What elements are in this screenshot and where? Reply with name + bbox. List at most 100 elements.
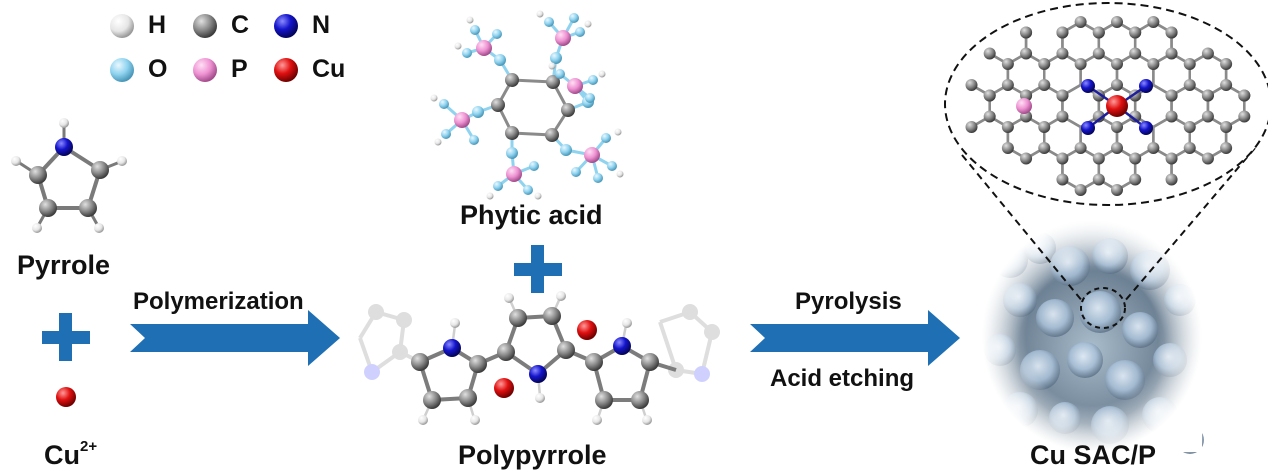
carbon-atom	[1020, 26, 1033, 39]
cu-single-atom-site-model	[944, 2, 1268, 206]
carbon-atom	[1092, 173, 1105, 186]
pyrrole-molecule-icon	[11, 118, 127, 233]
carbon-atom	[983, 47, 996, 60]
polymerization-arrow-icon	[130, 310, 340, 366]
legend-label-p: P	[231, 55, 248, 83]
carbon-atom	[1074, 58, 1087, 70]
carbon-atom	[1183, 121, 1196, 133]
carbon-atom	[1074, 16, 1087, 28]
phytic-acid-label: Phytic acid	[460, 200, 603, 230]
carbon-atom	[1129, 173, 1142, 186]
carbon-atom	[1165, 173, 1178, 186]
carbon-atom	[1147, 142, 1160, 154]
carbon-atom	[1111, 121, 1123, 133]
carbon-atom	[1220, 79, 1233, 91]
copper-ion-icon	[56, 387, 76, 407]
carbon-atom	[1183, 79, 1196, 91]
legend-label-c: C	[231, 11, 250, 39]
zoom-guide-line	[961, 154, 1084, 303]
carbon-atom	[1001, 58, 1014, 70]
carbon-atom	[1111, 79, 1123, 91]
carbon-atom	[1220, 58, 1233, 70]
carbon-atom	[1165, 26, 1178, 39]
acid-etching-label: Acid etching	[770, 365, 915, 392]
pyrrole-label: Pyrrole	[17, 250, 111, 280]
carbon-atom	[1201, 47, 1214, 60]
carbon-atom	[1038, 58, 1051, 70]
carbon-atom	[983, 110, 996, 123]
carbon-atom	[1092, 152, 1105, 165]
legend-label-h: H	[148, 11, 167, 39]
carbon-atom	[1092, 110, 1105, 123]
plus-icon	[42, 313, 90, 361]
carbon-atom	[1001, 121, 1014, 133]
carbon-atom	[1129, 152, 1142, 165]
cu-ion-label: Cu2+	[44, 438, 98, 470]
carbon-atom	[1074, 184, 1087, 196]
phosphorus-swatch-icon	[193, 58, 217, 82]
nitrogen-swatch-icon	[274, 14, 298, 38]
polypyrrole-label: Polypyrrole	[458, 440, 607, 470]
sem-micrograph-image	[982, 220, 1204, 454]
carbon-atom	[1092, 26, 1105, 39]
oxygen-swatch-icon	[110, 58, 134, 82]
pyrolysis-arrow-icon	[750, 310, 960, 366]
carbon-swatch-icon	[193, 14, 217, 38]
carbon-atom	[1201, 152, 1214, 165]
carbon-atom	[1074, 142, 1087, 154]
carbon-atom	[1001, 79, 1014, 91]
zoom-region-marker	[1080, 287, 1126, 329]
carbon-atom	[1129, 26, 1142, 39]
carbon-atom	[1183, 58, 1196, 70]
carbon-atom	[1111, 16, 1123, 28]
carbon-atom	[1038, 121, 1051, 133]
carbon-atom	[1056, 26, 1069, 39]
carbon-atom	[1111, 184, 1123, 196]
carbon-atom	[1111, 142, 1123, 154]
carbon-atom	[1092, 47, 1105, 60]
atom-legend	[110, 14, 298, 82]
copper-ion-icon	[577, 320, 597, 340]
pyrolysis-label: Pyrolysis	[795, 288, 902, 315]
carbon-atom	[1147, 58, 1160, 70]
carbon-atom	[1020, 152, 1033, 165]
carbon-atom	[1056, 47, 1069, 60]
carbon-atom	[1165, 47, 1178, 60]
carbon-atom	[1147, 16, 1160, 28]
carbon-atom	[1038, 79, 1051, 91]
carbon-atom	[1220, 142, 1233, 154]
polymerization-label: Polymerization	[133, 288, 304, 315]
legend-label-cu: Cu	[312, 55, 346, 83]
carbon-atom	[1183, 142, 1196, 154]
copper-ion-icon	[494, 378, 514, 398]
carbon-atom	[1020, 47, 1033, 60]
carbon-atom	[1165, 152, 1178, 165]
zoom-guide-line	[1123, 147, 1256, 303]
carbon-atom	[1165, 110, 1178, 123]
carbon-atom	[1129, 47, 1142, 60]
legend-label-o: O	[148, 55, 168, 83]
carbon-atom	[1201, 110, 1214, 123]
legend-label-n: N	[312, 11, 331, 39]
carbon-atom	[1129, 110, 1142, 123]
hydrogen-swatch-icon	[110, 14, 134, 38]
carbon-atom	[1238, 110, 1251, 123]
carbon-atom	[983, 89, 996, 102]
phytic-acid-molecule-icon	[430, 10, 624, 200]
carbon-atom	[1165, 89, 1178, 102]
carbon-atom	[1056, 89, 1069, 102]
carbon-atom	[1201, 89, 1214, 102]
carbon-atom	[1056, 152, 1069, 165]
carbon-atom	[1056, 173, 1069, 186]
carbon-atom	[1238, 89, 1251, 102]
product-label: Cu SAC/P	[1030, 440, 1157, 470]
polypyrrole-chain-icon	[358, 291, 720, 425]
carbon-atom	[1111, 58, 1123, 70]
copper-swatch-icon	[274, 58, 298, 82]
plus-icon	[514, 245, 562, 293]
carbon-atom	[1220, 121, 1233, 133]
carbon-atom	[965, 121, 978, 133]
carbon-atom	[1038, 142, 1051, 154]
carbon-atom	[1056, 110, 1069, 123]
